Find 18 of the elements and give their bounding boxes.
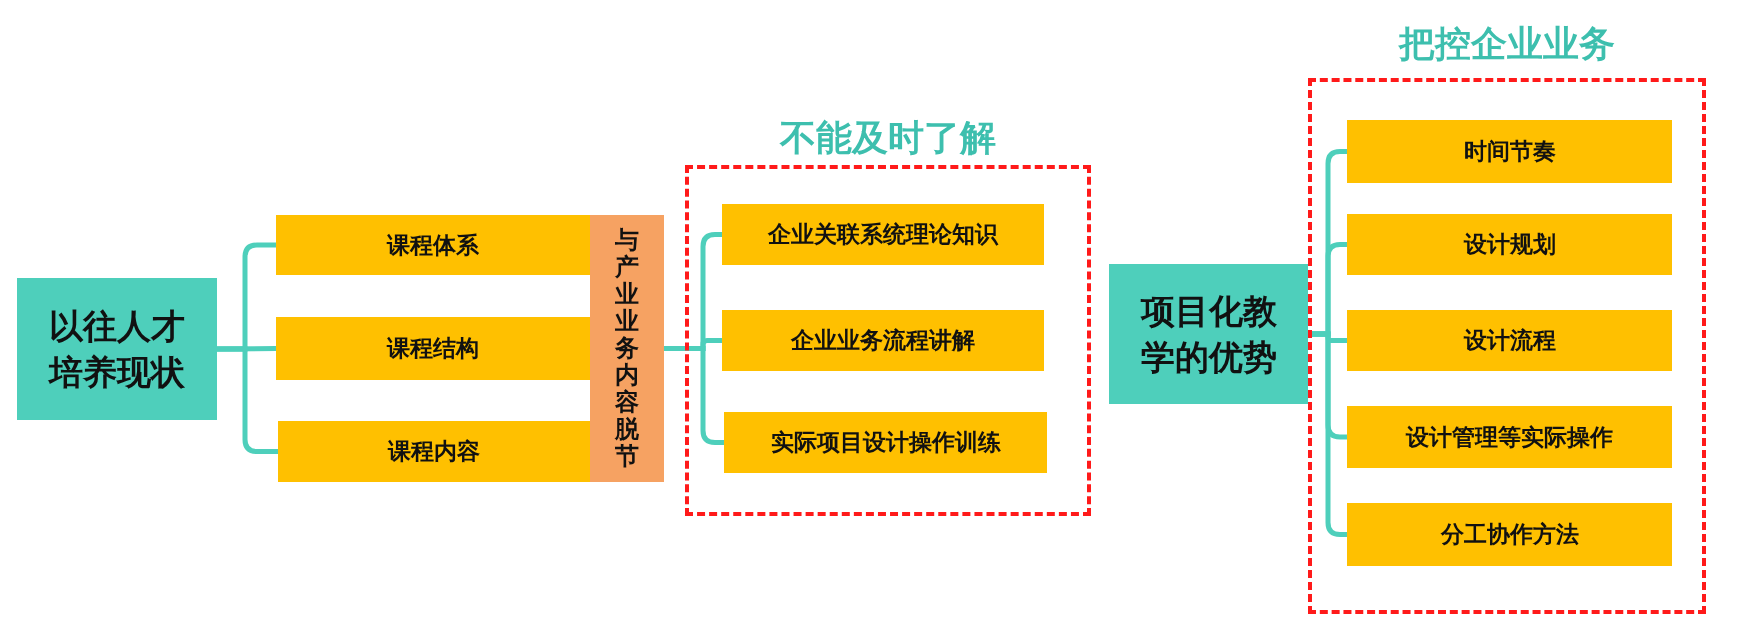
item-box: 设计管理等实际操作 — [1347, 406, 1672, 468]
vertical-label-box: 与产业业务内容脱节 — [590, 215, 664, 482]
topic-box: 以往人才培养现状 — [17, 278, 217, 420]
connector-line — [217, 346, 277, 352]
connector-line — [664, 346, 724, 445]
item-box: 分工协作方法 — [1347, 503, 1672, 566]
item-box: 设计流程 — [1347, 310, 1672, 371]
item-box: 企业业务流程讲解 — [722, 310, 1044, 371]
topic-box: 项目化教学的优势 — [1109, 264, 1308, 404]
item-box: 实际项目设计操作训练 — [724, 412, 1047, 473]
item-box: 设计规划 — [1347, 214, 1672, 275]
item-box: 企业关联系统理论知识 — [722, 204, 1044, 265]
item-box: 时间节奏 — [1347, 120, 1672, 183]
item-box: 课程内容 — [278, 421, 590, 482]
item-box: 课程体系 — [276, 215, 590, 275]
group-title: 把控企业业务 — [1399, 22, 1615, 66]
item-box: 课程结构 — [276, 317, 590, 380]
group-title: 不能及时了解 — [780, 115, 996, 160]
